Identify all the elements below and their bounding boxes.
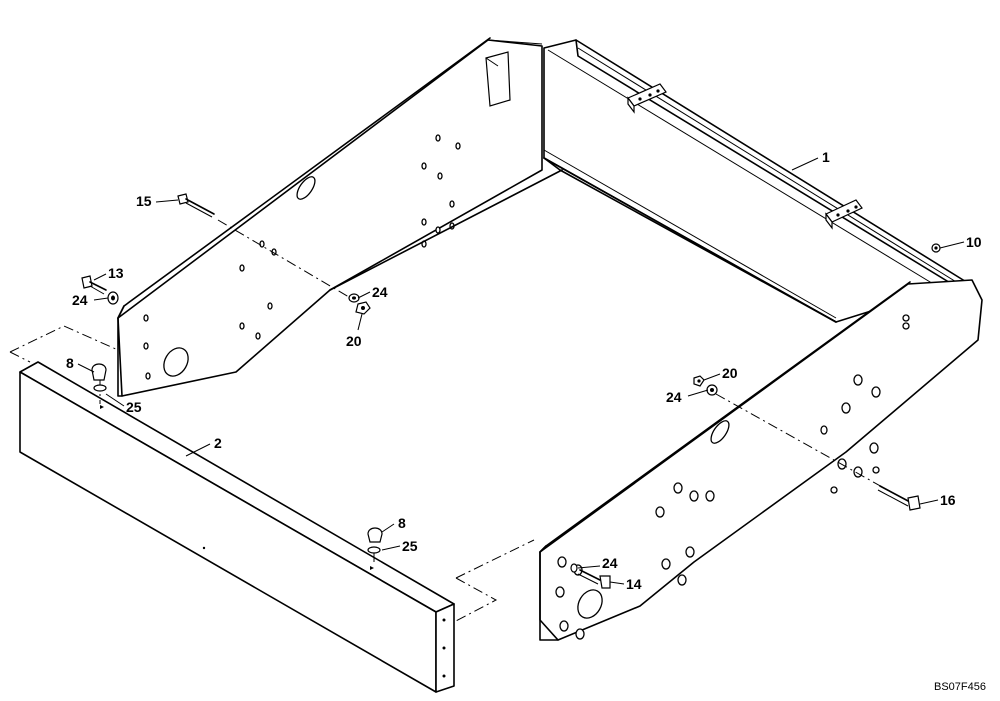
callout-8-right: 8 <box>398 515 406 531</box>
washer-24-mid <box>348 293 360 303</box>
callout-13: 13 <box>108 265 124 281</box>
front-bumper <box>19 361 455 693</box>
left-side-plate <box>117 37 543 397</box>
callout-16: 16 <box>940 492 956 508</box>
bracket-lower <box>825 199 863 230</box>
callout-24-mid: 24 <box>372 284 388 300</box>
callout-24-lower: 24 <box>602 555 618 571</box>
plug-8-right <box>367 527 383 554</box>
nut-20-mid <box>355 301 371 315</box>
bolt-13 <box>81 275 107 295</box>
washer-24-left <box>107 291 119 305</box>
callout-2: 2 <box>214 435 222 451</box>
rear-crossmember <box>543 39 971 323</box>
left-plate-holes <box>143 134 461 380</box>
drawing-code: BS07F456 <box>934 681 986 693</box>
bolt-15 <box>177 193 215 218</box>
assembly-lines <box>9 219 885 623</box>
bracket-upper <box>627 83 667 114</box>
callout-labels: 1 2 8 8 10 13 14 15 16 20 20 24 24 24 24… <box>66 149 982 592</box>
nut-10 <box>931 243 941 253</box>
callout-25-left: 25 <box>126 399 142 415</box>
callout-14: 14 <box>626 576 642 592</box>
callout-15: 15 <box>136 193 152 209</box>
washer-24-right <box>706 384 718 396</box>
washer-24-lower <box>570 563 578 573</box>
callout-24-left: 24 <box>72 292 88 308</box>
callout-1: 1 <box>822 149 830 165</box>
nut-20-right <box>693 375 705 387</box>
bolt-16 <box>877 485 921 511</box>
leader-lines <box>77 157 965 585</box>
callout-10: 10 <box>966 234 982 250</box>
callout-25-right: 25 <box>402 538 418 554</box>
callout-24-right: 24 <box>666 389 682 405</box>
callout-20-mid: 20 <box>346 333 362 349</box>
callout-20-right: 20 <box>722 365 738 381</box>
bolt-14 <box>577 569 611 589</box>
plug-8-left <box>91 363 107 392</box>
callout-8-left: 8 <box>66 355 74 371</box>
